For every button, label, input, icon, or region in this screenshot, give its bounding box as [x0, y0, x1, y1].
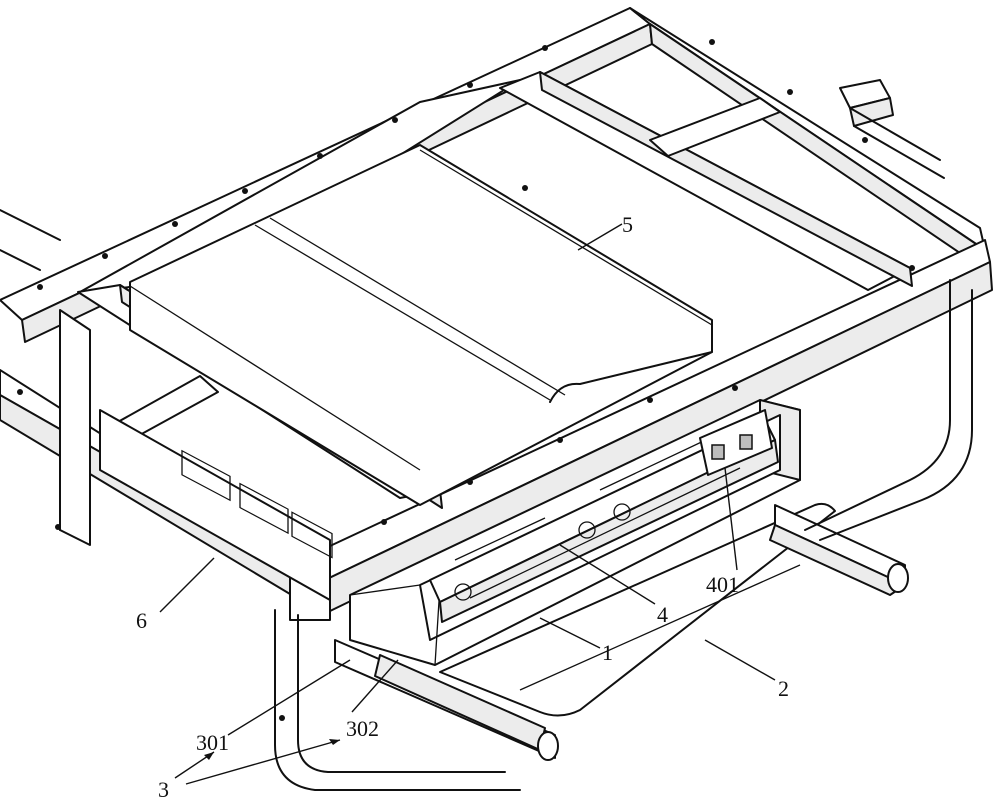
label-301: 301	[196, 730, 229, 755]
label-302: 302	[346, 716, 379, 741]
label-5: 5	[622, 212, 633, 237]
side-panel	[59, 309, 333, 601]
label-2: 2	[778, 676, 789, 701]
battery-pack	[129, 144, 713, 506]
main-frame	[0, 7, 993, 721]
rail-latch	[699, 409, 773, 476]
reference-labels: 5 6 4 401 1 2 301 302 3	[136, 212, 789, 802]
leader-lines	[159, 223, 776, 785]
rear-cross-tube	[839, 79, 945, 179]
label-401: 401	[706, 572, 739, 597]
label-3: 3	[158, 777, 169, 802]
guide-rail-insert	[374, 654, 546, 751]
slide-rail	[429, 409, 779, 623]
support-plate	[439, 502, 836, 717]
label-1: 1	[602, 640, 613, 665]
lower-runners	[0, 209, 973, 791]
label-6: 6	[136, 608, 147, 633]
label-4: 4	[657, 602, 668, 627]
